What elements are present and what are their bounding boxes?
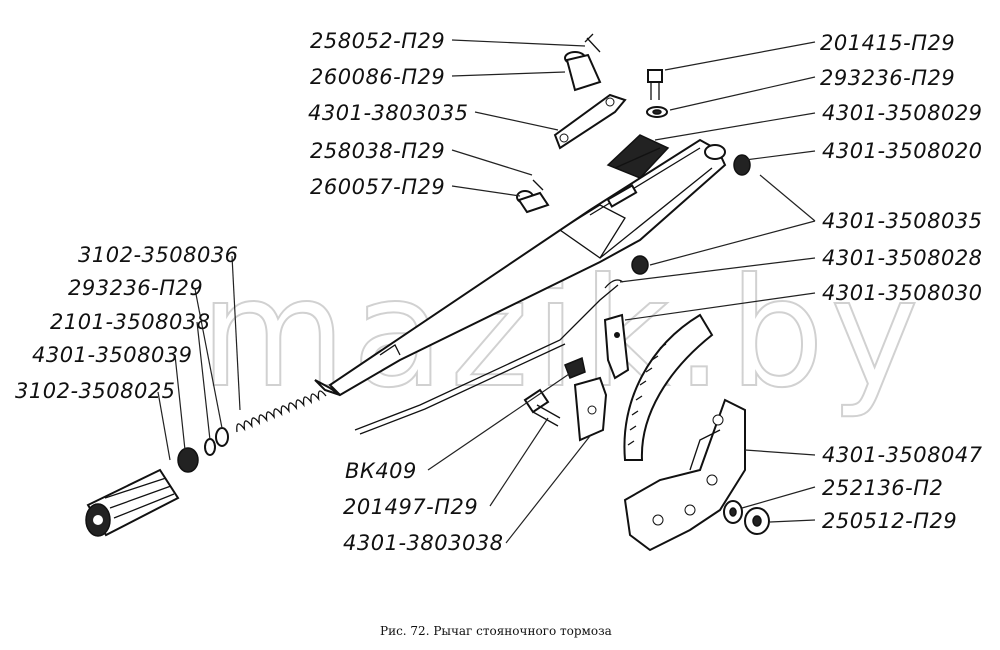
- label-4301-3803035: 4301-3803035: [308, 101, 469, 125]
- release-rod: [354, 279, 624, 435]
- washer-lever-pivot: [631, 255, 649, 275]
- washer-left-1: [215, 427, 229, 447]
- figure-caption: Рис. 72. Рычаг стояночного тормоза: [380, 624, 612, 638]
- label-260086: 260086-П29: [310, 65, 445, 89]
- label-bk409: ВК409: [345, 459, 417, 483]
- label-201415: 201415-П29: [820, 31, 955, 55]
- label-293236-right: 293236-П29: [820, 66, 955, 90]
- sector-bracket: [623, 313, 746, 552]
- part-labels: 258052-П29 260086-П29 4301-3803035 25803…: [15, 29, 983, 555]
- nut-left: [177, 447, 199, 473]
- label-2101-3508038: 2101-3508038: [50, 310, 211, 334]
- label-258038: 258038-П29: [310, 139, 445, 163]
- bolt-top-right: [646, 69, 668, 118]
- washer-lever-end: [733, 154, 751, 176]
- washer-left-2: [204, 438, 216, 456]
- label-293236-left: 293236-П29: [68, 276, 203, 300]
- link-plate: [553, 93, 627, 150]
- label-4301-3508030: 4301-3508030: [822, 281, 983, 305]
- upper-pin: [564, 33, 602, 92]
- label-3102-3508025: 3102-3508025: [15, 379, 176, 403]
- label-260057: 260057-П29: [310, 175, 445, 199]
- lever-body: [328, 138, 727, 397]
- label-201497: 201497-П29: [343, 495, 478, 519]
- handle-grip: [85, 468, 180, 537]
- label-4301-3508028: 4301-3508028: [822, 246, 983, 270]
- label-4301-3508020: 4301-3508020: [822, 139, 983, 163]
- lower-pin: [516, 179, 550, 214]
- leader-lines: [157, 39, 816, 544]
- label-4301-3508035: 4301-3508035: [822, 209, 983, 233]
- label-258052: 258052-П29: [310, 29, 445, 53]
- label-252136: 252136-П2: [822, 476, 943, 500]
- bolt-bk409: [523, 388, 561, 427]
- label-4301-3508039: 4301-3508039: [32, 343, 193, 367]
- label-4301-3508029: 4301-3508029: [822, 101, 983, 125]
- ratchet-block: [606, 134, 670, 179]
- label-250512: 250512-П29: [822, 509, 957, 533]
- label-4301-3803038: 4301-3803038: [343, 531, 504, 555]
- spring: [236, 390, 327, 433]
- label-3102-3508036: 3102-3508036: [78, 243, 239, 267]
- pawl: [603, 313, 630, 380]
- parts: [85, 33, 770, 552]
- label-4301-3508047: 4301-3508047: [822, 443, 983, 467]
